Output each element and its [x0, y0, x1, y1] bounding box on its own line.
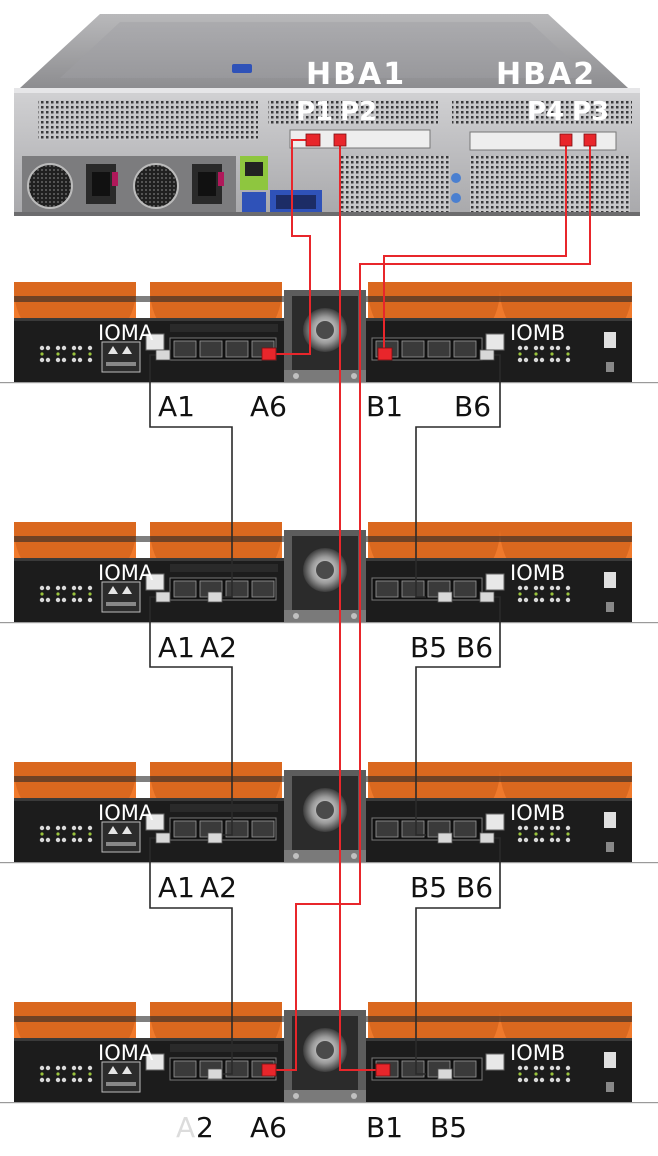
row2-label-a2: A2	[200, 631, 237, 664]
row4-label-2: 2	[196, 1111, 214, 1144]
enclosure-4-iomb-label: IOMB	[510, 1041, 565, 1065]
port-p4-label: P4	[527, 97, 564, 127]
hba-cables	[274, 139, 591, 1071]
hba-cable-connectors	[261, 133, 597, 1077]
row2-label-b6: B6	[456, 631, 493, 664]
cable-p4-to-e1-b1	[383, 140, 567, 354]
cable-e1-a1-to-e2-a2	[149, 354, 233, 598]
cable-e2-b6-to-e3-b5	[415, 596, 501, 836]
row4-label-b5: B5	[430, 1111, 467, 1144]
row4-label-b1: B1	[366, 1111, 403, 1144]
row2-label-b5: B5	[410, 631, 447, 664]
cable-e1-b6-to-e2-b5	[415, 354, 501, 598]
cable-e3-a1-to-e4-a2	[149, 837, 233, 1075]
daisy-chain-cables	[149, 354, 501, 1075]
hba1-label: HBA1	[306, 57, 406, 92]
row1-label-a1: A1	[158, 390, 195, 423]
row4-label-a-faded: A	[176, 1111, 195, 1144]
row2-label-a1: A1	[158, 631, 195, 664]
enclosure-2-iomb-label: IOMB	[510, 561, 565, 585]
row1-label-b6: B6	[454, 390, 491, 423]
port-p2-label: P2	[340, 97, 377, 127]
enclosure-1-iomb-label: IOMB	[510, 321, 565, 345]
hba2-label: HBA2	[496, 57, 596, 92]
enclosure-1-ioma-label: IOMA	[98, 321, 154, 345]
enclosure-4-ioma-label: IOMA	[98, 1041, 154, 1065]
cable-p2-to-e4-b1	[339, 140, 376, 1071]
cable-p3-to-e4-a6	[274, 140, 591, 1071]
row3-label-b5: B5	[410, 871, 447, 904]
row1-label-b1: B1	[366, 390, 403, 423]
row3-label-a1: A1	[158, 871, 195, 904]
row4-label-a6: A6	[250, 1111, 287, 1144]
row3-label-a2: A2	[200, 871, 237, 904]
port-p3-label: P3	[572, 97, 609, 127]
enclosure-3-ioma-label: IOMA	[98, 801, 154, 825]
row1-label-a6: A6	[250, 390, 287, 423]
cable-p1-to-e1-a6	[274, 139, 312, 355]
port-p1-label: P1	[296, 97, 333, 127]
server-chassis	[14, 14, 640, 216]
row3-label-b6: B6	[456, 871, 493, 904]
cable-e3-b6-to-e4-b5	[415, 837, 501, 1075]
cable-e2-a1-to-e3-a2	[149, 596, 233, 836]
enclosure-2-ioma-label: IOMA	[98, 561, 154, 585]
daisy-chain-connectors	[155, 349, 495, 1080]
enclosure-3-iomb-label: IOMB	[510, 801, 565, 825]
